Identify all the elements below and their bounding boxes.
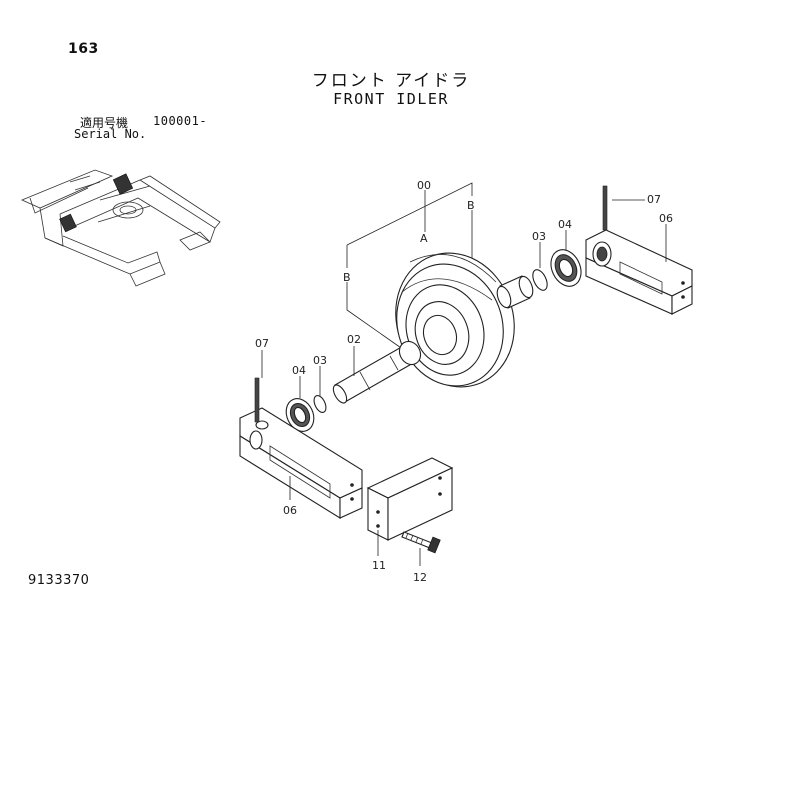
- block: [366, 457, 454, 541]
- serial-label-japanese: 適用号機: [80, 116, 129, 130]
- callout-07-right: 07: [647, 193, 661, 206]
- serial-label-english: Serial No.: [74, 127, 147, 141]
- title-english: FRONT IDLER: [333, 90, 449, 108]
- machine-location-thumbnail: [20, 169, 221, 287]
- callout-04-left: 04: [292, 364, 306, 377]
- callout-06-left: 06: [283, 504, 297, 517]
- bearing-bracket-right: [585, 229, 693, 315]
- pin-left: [254, 377, 260, 423]
- callout-b-right: B: [467, 199, 475, 212]
- callout-03-right: 03: [532, 230, 546, 243]
- drawing-number: 9133370: [28, 573, 90, 588]
- callout-b-left: B: [343, 271, 351, 284]
- serial-range: 100001-: [153, 114, 208, 128]
- callout-leaders: [261, 199, 667, 566]
- bolt: [401, 531, 441, 554]
- seal-right: [550, 249, 582, 287]
- idler-wheel: [395, 252, 515, 388]
- seal-left: [285, 398, 315, 432]
- callout-12: 12: [413, 571, 427, 584]
- shaft: [332, 340, 422, 404]
- callout-03-left: 03: [313, 354, 327, 367]
- callout-00: 00: [417, 179, 431, 192]
- callout-06-right: 06: [659, 212, 673, 225]
- callout-02: 02: [347, 333, 361, 346]
- callout-04-right: 04: [558, 218, 572, 231]
- pin-right: [602, 185, 608, 231]
- callout-07-left: 07: [255, 337, 269, 350]
- callout-11: 11: [372, 559, 386, 572]
- page-number: 163: [68, 41, 99, 57]
- o-ring-right: [532, 269, 548, 291]
- callout-a: A: [420, 232, 428, 245]
- title-japanese: フロント アイドラ: [311, 71, 471, 91]
- o-ring-left: [313, 395, 327, 413]
- bushing-right: [496, 275, 534, 309]
